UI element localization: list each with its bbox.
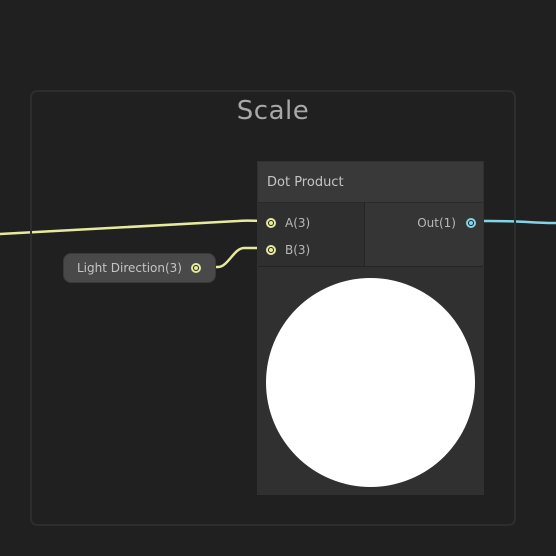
output-port-out-label: Out(1) (417, 216, 456, 230)
input-ports: A(3) B(3) (258, 203, 365, 267)
dot-product-node[interactable]: Dot Product A(3) B(3) Out(1) (257, 161, 484, 495)
node-preview (258, 267, 483, 494)
output-ports: Out(1) (365, 203, 483, 267)
wire-light-direction-to-b[interactable] (197, 246, 270, 269)
property-label: Light Direction(3) (77, 261, 182, 275)
node-title[interactable]: Dot Product (258, 162, 483, 203)
light-direction-property-node[interactable]: Light Direction(3) (63, 253, 216, 283)
port-b-icon[interactable] (266, 245, 276, 255)
wire-out[interactable] (471, 219, 556, 225)
property-port-icon[interactable] (190, 263, 201, 273)
input-port-a-label: A(3) (285, 216, 311, 230)
input-port-b[interactable]: B(3) (266, 242, 310, 258)
scale-group[interactable]: Scale (30, 90, 516, 526)
input-port-b-label: B(3) (285, 243, 311, 257)
port-a-icon[interactable] (266, 218, 276, 228)
group-title[interactable]: Scale (236, 96, 310, 126)
preview-sphere (266, 278, 475, 487)
input-port-a[interactable]: A(3) (266, 215, 310, 231)
output-port-out[interactable]: Out(1) (417, 215, 476, 231)
port-out-icon[interactable] (466, 218, 476, 228)
